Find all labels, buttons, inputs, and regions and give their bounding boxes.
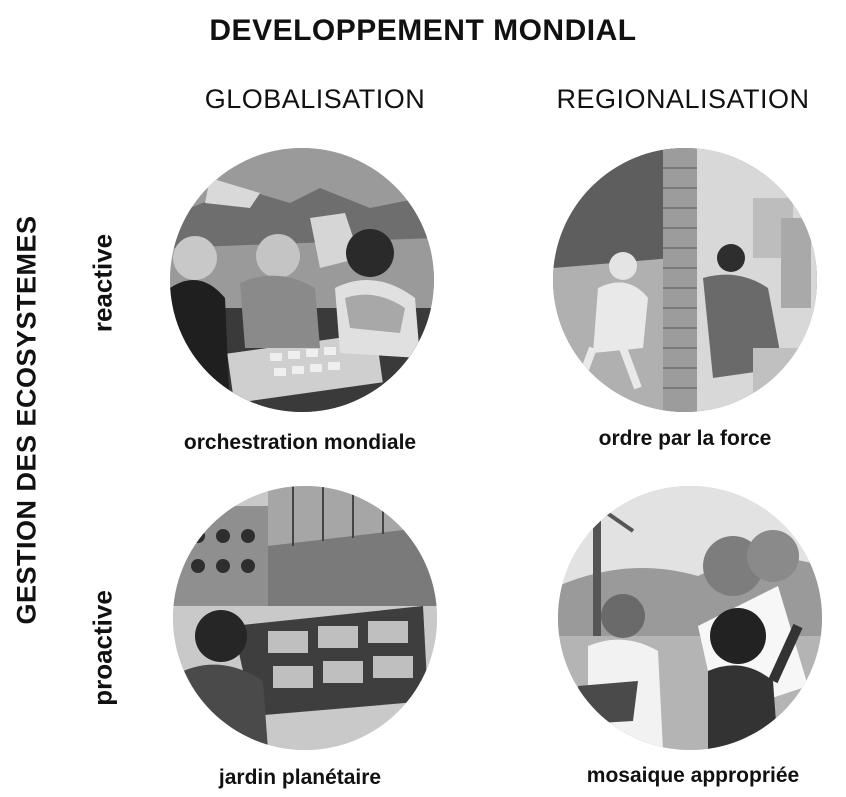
column-heading-globalisation: GLOBALISATION: [204, 84, 426, 114]
scenario-caption-orchestration: orchestration mondiale: [183, 431, 417, 454]
vertical-axis-label: GESTION DES ECOSYSTEMES: [11, 215, 42, 625]
scenario-illustration-mosaique: [558, 486, 822, 750]
scenario-illustration-orchestration: [170, 148, 434, 412]
scenario-caption-mosaique: mosaique appropriée: [586, 764, 800, 787]
scenario-illustration-ordre-force: [553, 148, 817, 412]
scenario-caption-ordre-force: ordre par la force: [598, 427, 772, 450]
scenario-caption-jardin: jardin planétaire: [218, 766, 382, 789]
diagram-title: DEVELOPPEMENT MONDIAL: [209, 14, 637, 47]
row-label-reactive: reactive: [87, 233, 118, 333]
scenario-illustration-jardin: [173, 486, 437, 750]
row-label-proactive: proactive: [87, 590, 118, 706]
column-heading-regionalisation: REGIONALISATION: [556, 84, 810, 114]
